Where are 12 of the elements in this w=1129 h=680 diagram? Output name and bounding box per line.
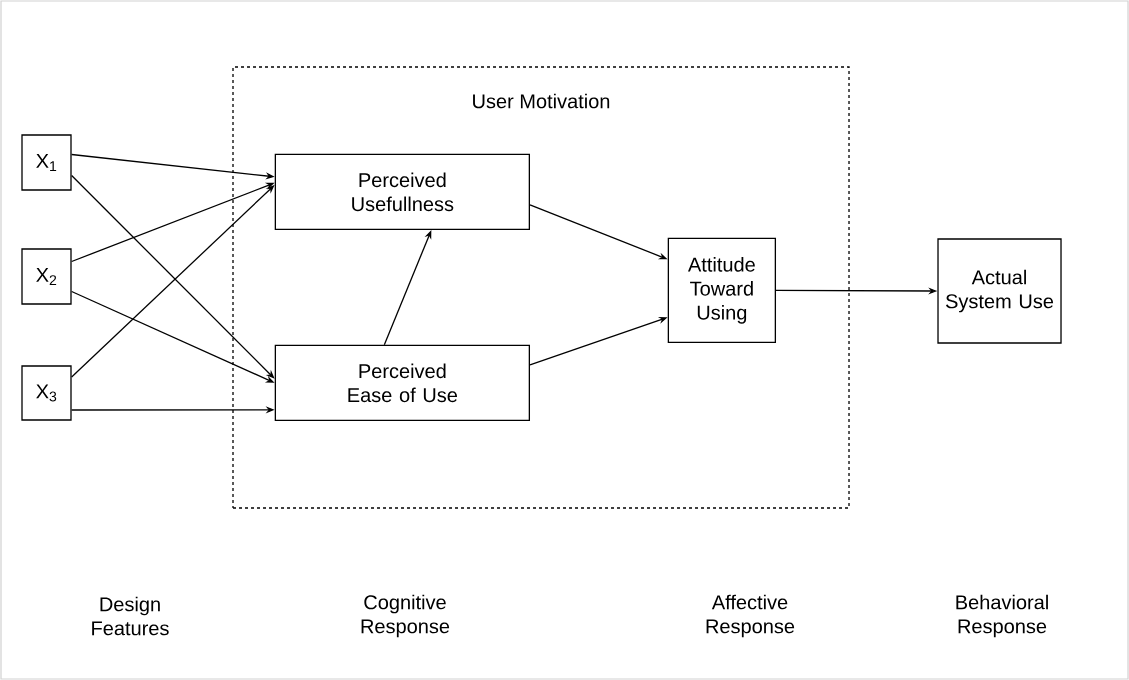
stage-label: Behavioral Response: [956, 594, 1048, 638]
variable-box: X$_{1}$: [21, 134, 72, 191]
group-heading: User Motivation: [473, 93, 610, 109]
variable-box: X$_{3}$: [21, 365, 72, 421]
variable-box: X$_{2}$: [21, 248, 72, 305]
stage-label: Design Features: [92, 596, 169, 636]
process-box: Perceived Ease of Use: [274, 344, 530, 421]
stage-label: Cognitive Response: [361, 594, 450, 638]
process-box: Attitude Toward Using: [667, 237, 776, 343]
outcome-box: Actual System Use: [937, 238, 1062, 344]
process-box: Perceived Usefullness: [274, 153, 530, 230]
stage-label: Affective Response: [706, 594, 795, 638]
